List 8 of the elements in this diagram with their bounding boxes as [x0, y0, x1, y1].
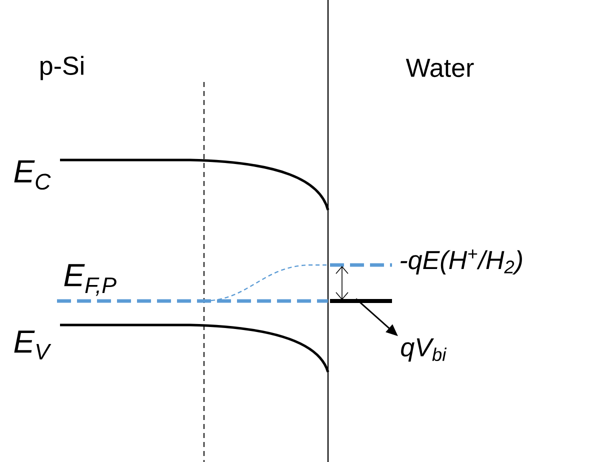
label-text: E$_{C}$: [14, 160, 51, 190]
label-text: qV$_{bi}$: [401, 338, 447, 362]
label-text: E$_{V}$: [14, 330, 52, 360]
label-text: E$_{F,P}$: [64, 264, 116, 296]
band-level-bar: [330, 299, 392, 303]
label-text: Water: [406, 58, 474, 78]
label-text: p-Si: [40, 56, 84, 80]
label-text: -qE(H$^{+}$/H$_{2}$): [400, 250, 522, 274]
